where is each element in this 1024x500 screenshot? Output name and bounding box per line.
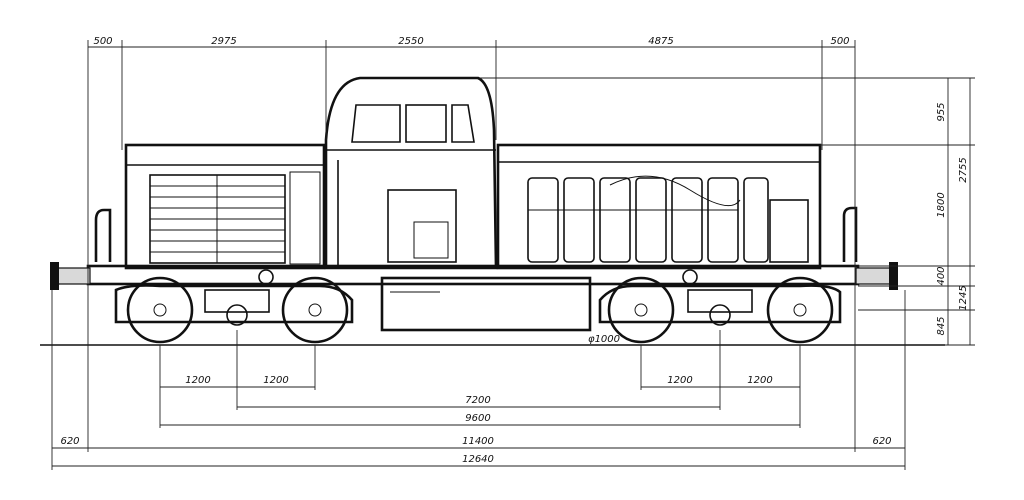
dim-axle-left-1: 1200: [185, 375, 210, 386]
dim-right-total-height: 2755: [958, 157, 969, 182]
wheel-diameter-label: φ1000: [588, 334, 620, 345]
right-end-handrail: [842, 206, 858, 262]
dim-wheelbase-total: 9600: [465, 413, 490, 424]
dim-bogie-centres: 7200: [465, 395, 490, 406]
right-hood: [496, 143, 822, 270]
dim-top-5: 500: [830, 36, 849, 47]
left-end-handrail: [94, 208, 112, 262]
left-buffer: [50, 262, 91, 290]
wheel-left-2: [281, 276, 349, 344]
right-bogie: [598, 276, 842, 344]
dim-right-cab-roof: 955: [936, 102, 947, 121]
cab-door: [387, 189, 457, 263]
dim-top-3: 2550: [398, 36, 423, 47]
dim-axle-right-1: 1200: [667, 375, 692, 386]
axle-left-2: [308, 303, 322, 317]
dim-right-frame: 400: [936, 266, 947, 285]
cab: [324, 76, 498, 270]
coupler-eye-left: [258, 269, 274, 285]
dim-top-1: 500: [93, 36, 112, 47]
top-dimensions: 500 2975 2550 4875 500: [87, 36, 856, 330]
dim-right-buffer-height: 845: [936, 316, 947, 335]
left-hood-door: [289, 171, 321, 265]
dim-top-4: 4875: [648, 36, 673, 47]
dim-axle-left-2: 1200: [263, 375, 288, 386]
dim-over-frame: 11400: [462, 436, 494, 447]
cab-windows: [351, 104, 475, 143]
dim-top-2: 2975: [211, 36, 236, 47]
wheel-right-1: [607, 276, 675, 344]
wheel-right-2: [766, 276, 834, 344]
locomotive-body: [40, 76, 945, 346]
fuel-tank: [380, 276, 592, 332]
dim-overhang-right: 620: [872, 436, 891, 447]
dim-axle-right-2: 1200: [747, 375, 772, 386]
wheel-left-1: [126, 276, 194, 344]
left-bogie: [114, 276, 354, 344]
axle-right-2: [793, 303, 807, 317]
dim-right-hood: 1800: [936, 192, 947, 217]
cab-door-panel: [413, 221, 449, 259]
dim-overhang-left: 620: [60, 436, 79, 447]
right-hood-piping: [609, 175, 741, 207]
dim-over-buffers: 12640: [462, 454, 494, 465]
bottom-dimensions: 1200 1200 1200 1200 7200 9600 620 11400 …: [51, 290, 906, 470]
left-hood-grille: [149, 174, 286, 264]
bogie-pivot-right: [709, 304, 731, 326]
axle-left-1: [153, 303, 167, 317]
right-dimensions: 955 2755 1800 400 1245 845: [480, 77, 975, 346]
left-hood: [124, 143, 326, 270]
coupler-eye-right: [682, 269, 698, 285]
right-hood-doors: [527, 177, 809, 263]
axle-right-1: [634, 303, 648, 317]
dim-right-deck-height: 1245: [958, 285, 969, 310]
right-buffer: [855, 262, 898, 290]
bogie-pivot-left: [226, 304, 248, 326]
